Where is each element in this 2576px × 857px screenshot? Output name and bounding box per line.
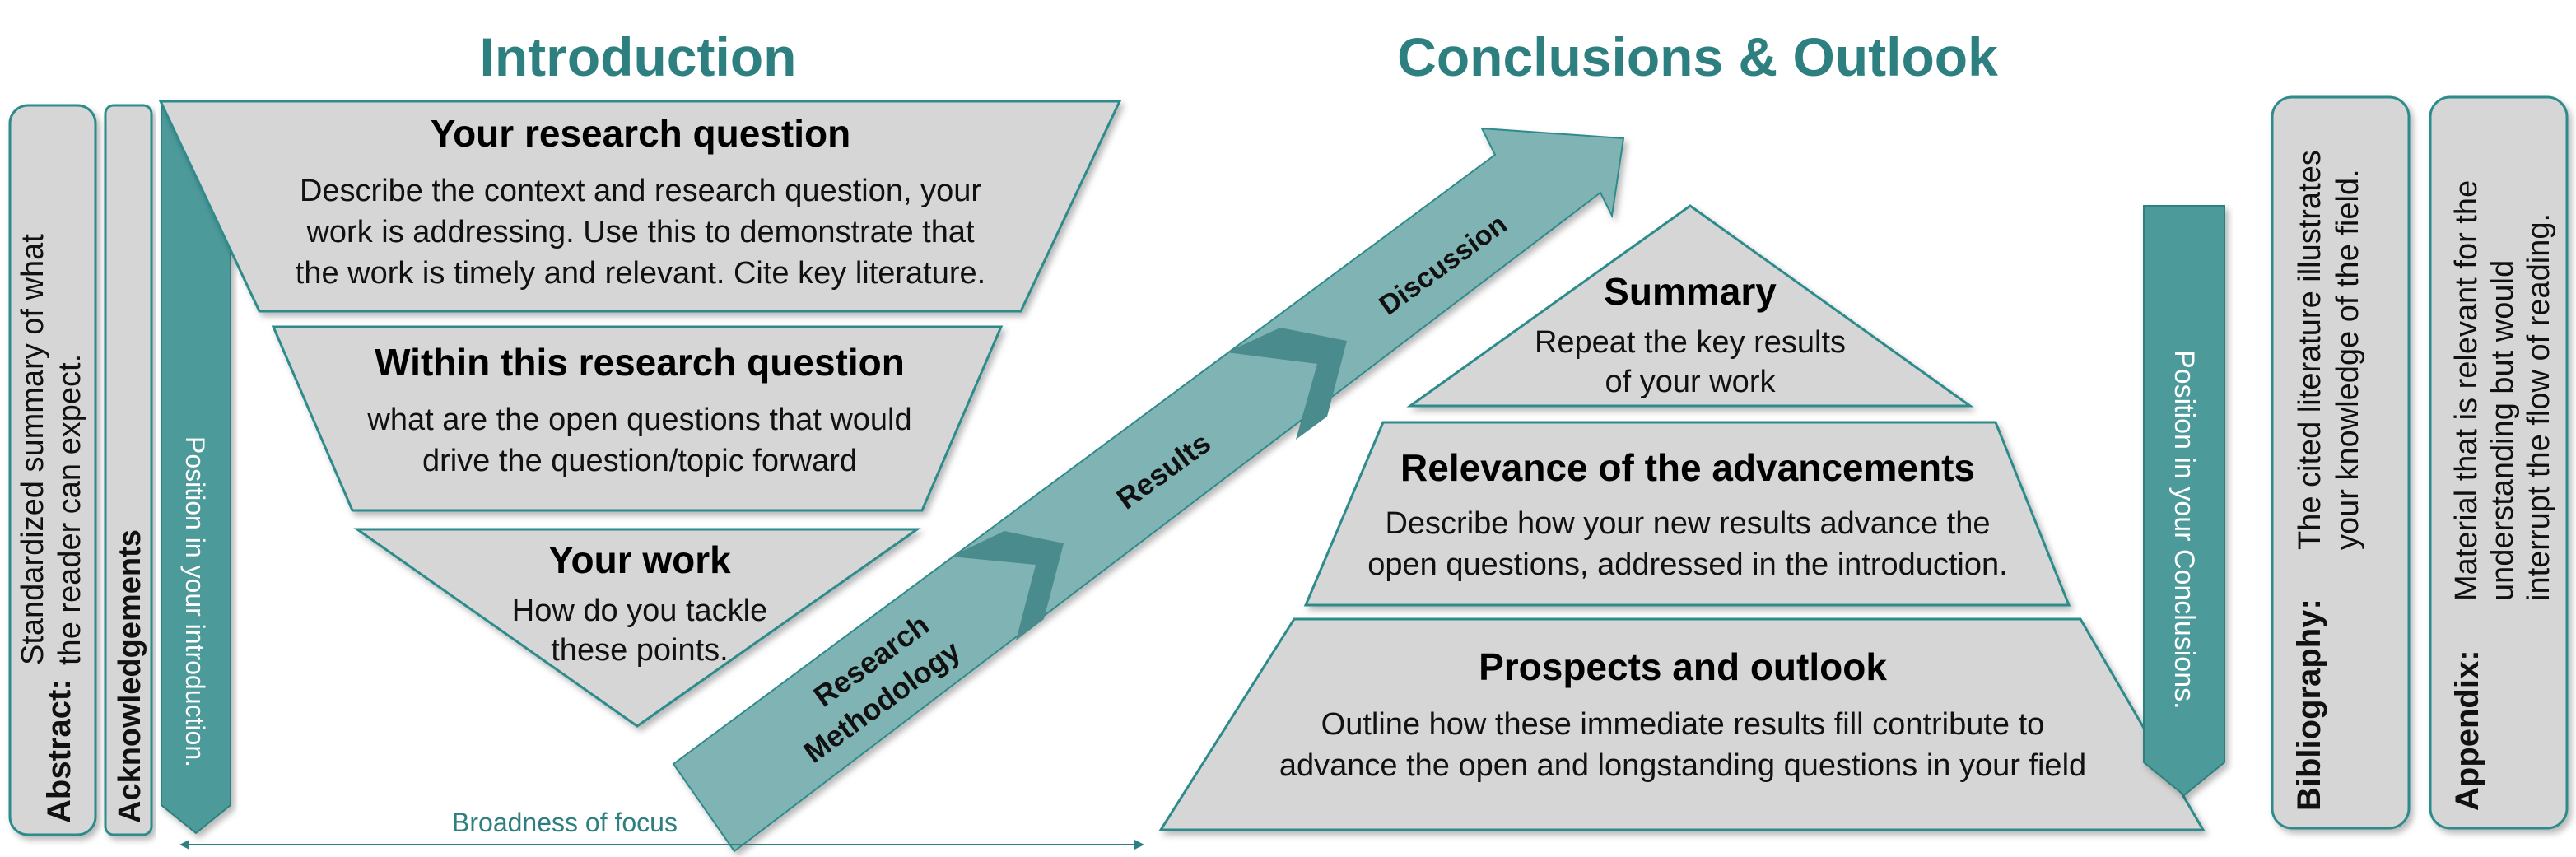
relevance-heading: Relevance of the advancements [1400, 446, 1975, 489]
conclusions-position-label: Position in your Conclusions. [2168, 350, 2200, 710]
intro-position-label: Position in your introduction. [180, 436, 210, 767]
abstract-line2: the reader can expect. [53, 354, 87, 665]
appendix-label: Appendix: [2449, 650, 2485, 811]
chevron-methodology-results [951, 531, 1064, 640]
abstract-box [8, 104, 97, 836]
bibliography-label: Bibliography: [2291, 599, 2327, 811]
chevron-results-discussion [1227, 328, 1347, 440]
conclusion-summary-shape [1406, 204, 1974, 408]
conclusion-relevance-shape [1303, 421, 2071, 607]
abstract-text: Abstract: [41, 678, 77, 823]
research-question-line3: the work is timely and relevant. Cite ke… [296, 256, 985, 291]
bibliography-line2: your knowledge of the field. [2331, 169, 2365, 550]
bibliography-line1: The cited literature illustrates [2293, 150, 2327, 550]
abstract-line1: Standardized summary of what [16, 234, 50, 665]
appendix-line1: Material that is relevant for the [2449, 180, 2484, 601]
appendix-box [2429, 95, 2569, 830]
prospects-line1: Outline how these immediate results fill… [1321, 707, 2045, 742]
intro-within-question-shape [271, 325, 1004, 512]
conclusions-position-arrow [2143, 205, 2225, 797]
your-work-line2: these points. [551, 633, 728, 668]
research-question-line1: Describe the context and research questi… [300, 174, 981, 208]
research-question-heading: Your research question [431, 112, 850, 155]
conclusion-prospects-shape [1158, 617, 2206, 831]
your-work-heading: Your work [548, 538, 731, 581]
relevance-line2: open questions, addressed in the introdu… [1367, 547, 2007, 582]
appendix-line2: understanding but would [2485, 260, 2520, 601]
abstract-label: Abstract: [41, 678, 77, 823]
acknowledgements-label: Acknowledgements [113, 529, 147, 823]
within-question-heading: Within this research question [375, 341, 905, 384]
conclusions-title: Conclusions & Outlook [1397, 26, 1998, 87]
prospects-heading: Prospects and outlook [1479, 645, 1887, 688]
summary-line1: Repeat the key results [1535, 325, 1846, 360]
within-question-line2: drive the question/topic forward [422, 444, 857, 478]
intro-research-question-shape [158, 100, 1122, 313]
your-work-line1: How do you tackle [512, 594, 768, 628]
research-question-line2: work is addressing. Use this to demonstr… [305, 215, 974, 249]
summary-line2: of your work [1605, 365, 1777, 399]
intro-your-work-shape [353, 528, 921, 728]
relevance-line1: Describe how your new results advance th… [1385, 506, 1990, 541]
appendix-line3: interrupt the flow of reading. [2522, 213, 2556, 601]
bibliography-box [2271, 95, 2411, 830]
prospects-line2: advance the open and longstanding questi… [1279, 748, 2086, 783]
introduction-title: Introduction [480, 26, 797, 87]
body-progress-arrow [672, 127, 1625, 853]
acknowledgements-box [104, 104, 153, 836]
broadness-axis-label: Broadness of focus [452, 808, 678, 837]
within-question-line1: what are the open questions that would [366, 403, 911, 437]
summary-heading: Summary [1604, 270, 1777, 313]
